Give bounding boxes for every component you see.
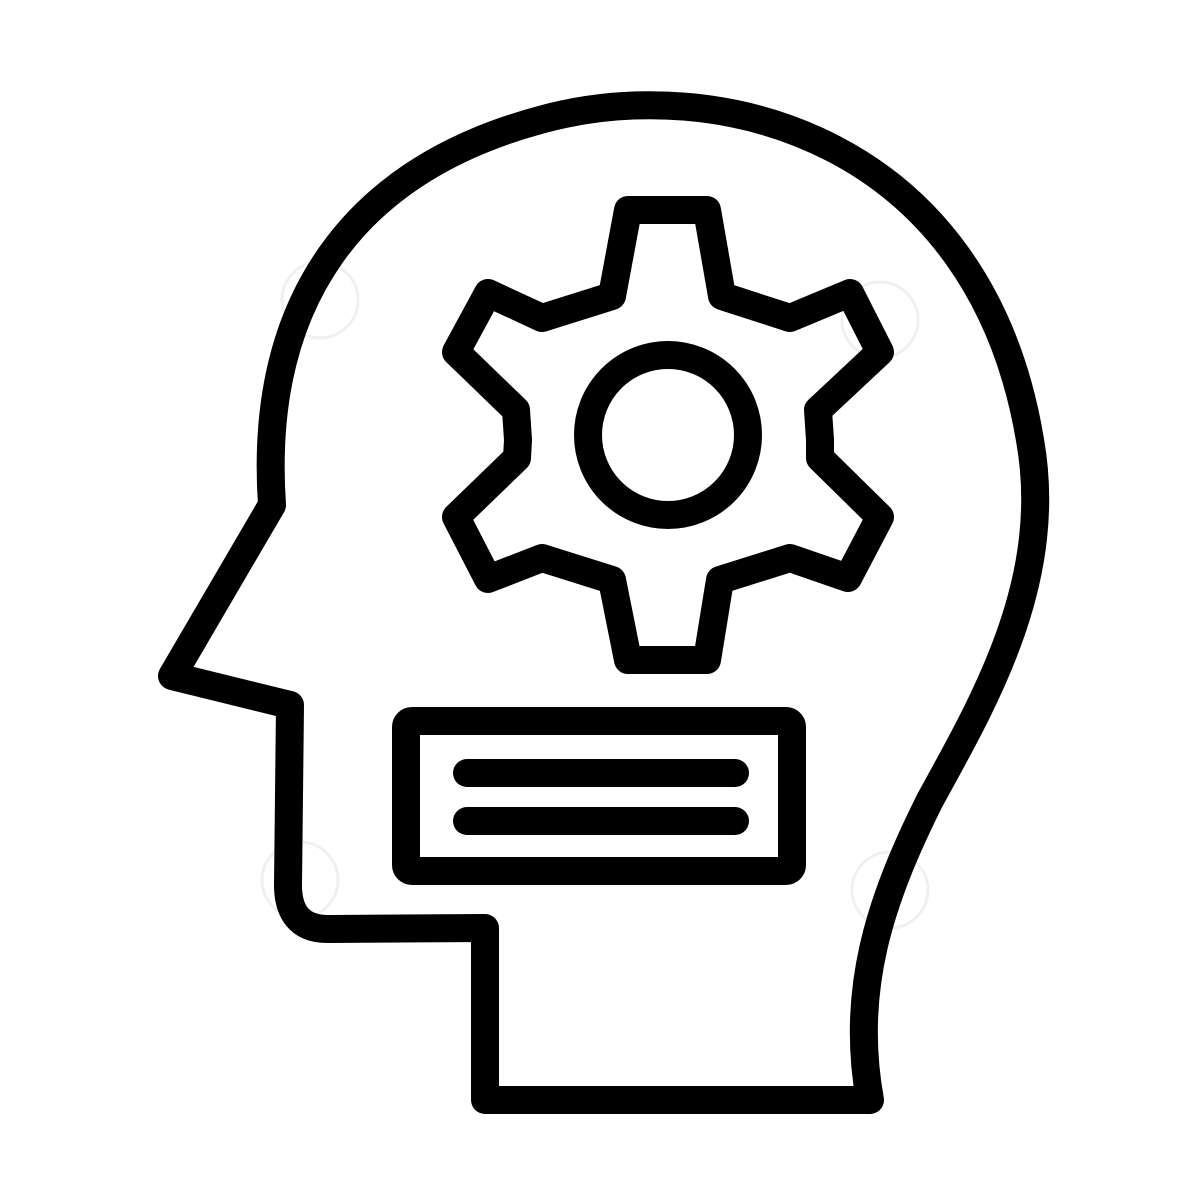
gear-icon [442, 196, 894, 674]
head-outline [158, 91, 1050, 1114]
gear-hub [574, 341, 762, 529]
text-panel-frame [392, 707, 806, 885]
gear-outline [442, 196, 894, 674]
text-panel-icon [392, 707, 806, 885]
